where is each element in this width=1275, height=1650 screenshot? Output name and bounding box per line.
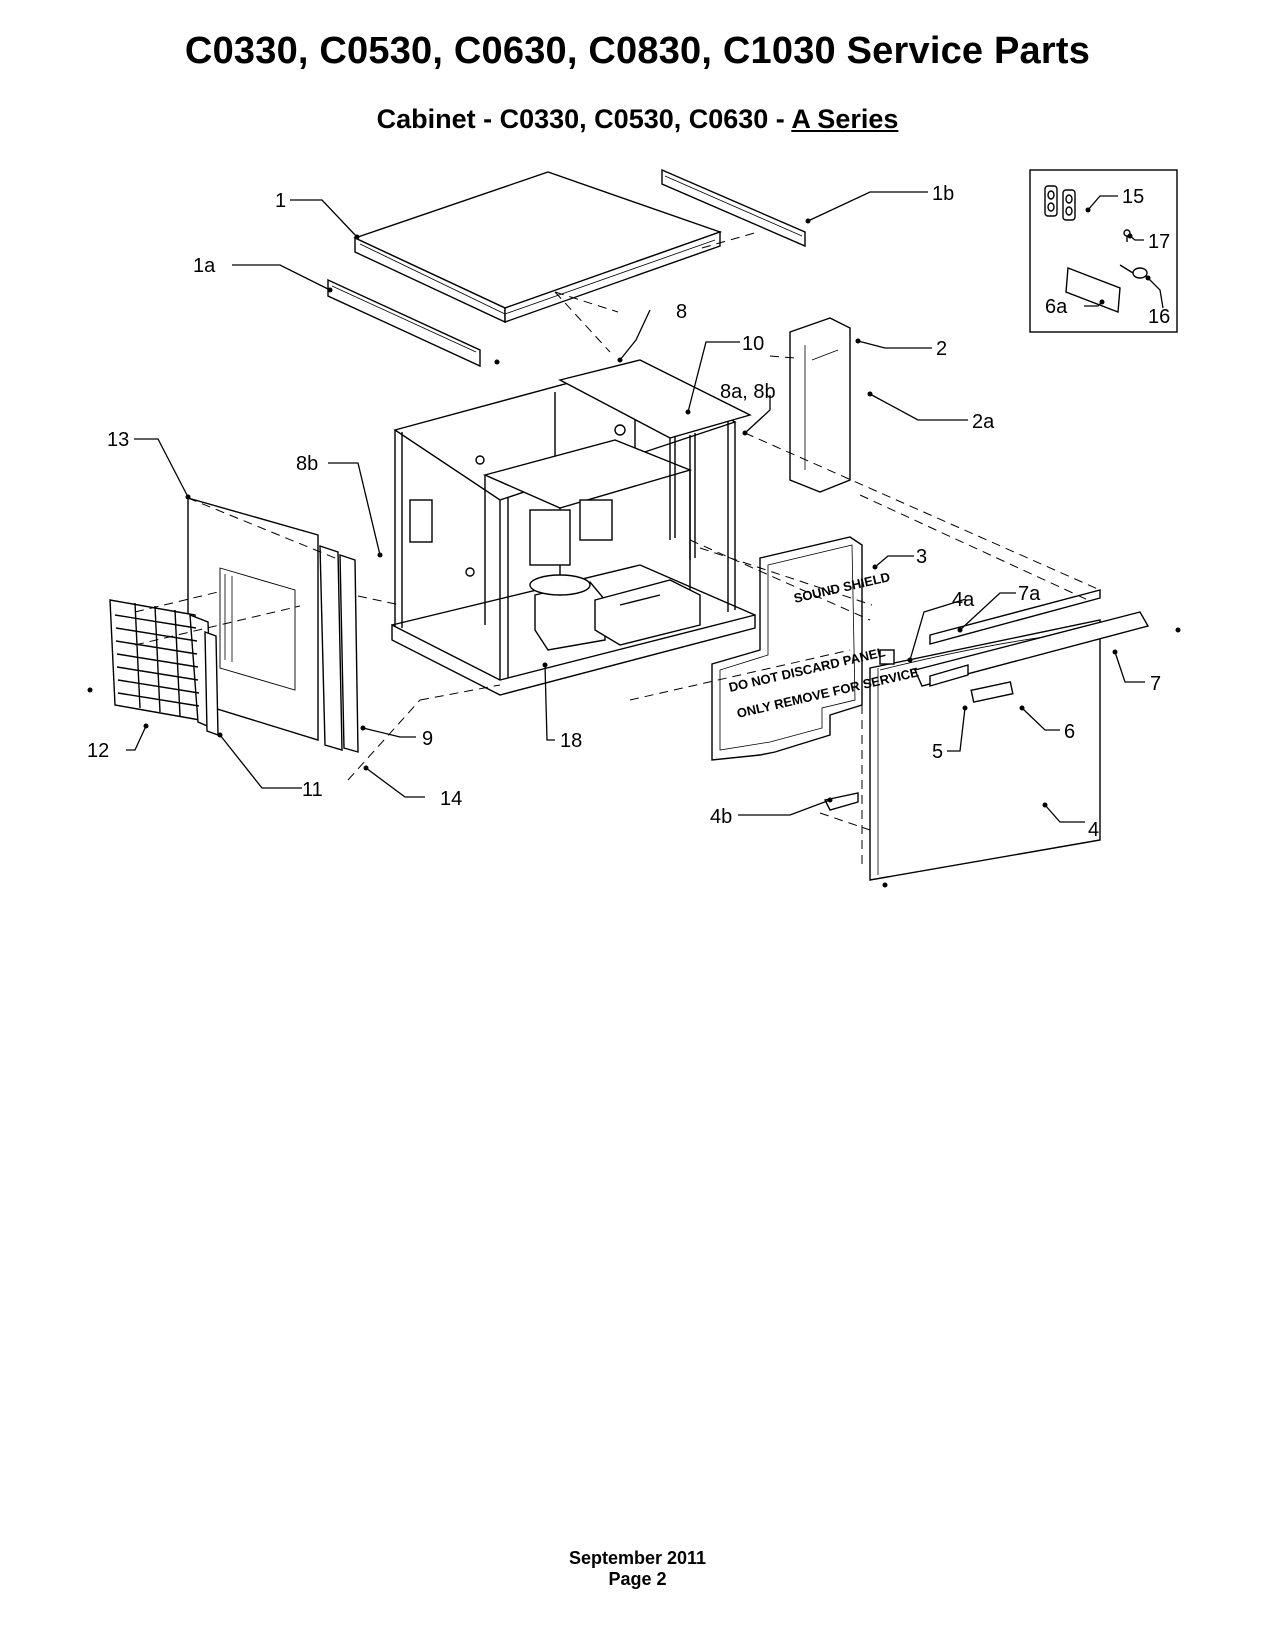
- arrowheads: [87, 207, 1181, 888]
- assembly-lines: [134, 231, 1101, 870]
- front-top-trim: [914, 589, 1150, 687]
- callout-16: 16: [1148, 306, 1170, 328]
- callout-3: 3: [916, 546, 927, 568]
- page-title: C0330, C0530, C0630, C0830, C1030 Servic…: [184, 30, 1091, 72]
- callout-2a: 2a: [972, 411, 995, 433]
- callout-1a: 1a: [193, 255, 216, 277]
- callout-4a: 4a: [952, 589, 975, 611]
- callout-7: 7: [1150, 673, 1161, 695]
- exploded-parts-diagram: SOUND SHIELD DO NOT DISCARD PANEL ONLY R…: [87, 168, 1181, 888]
- callout-1: 1: [275, 190, 286, 212]
- callout-4: 4: [1088, 819, 1099, 841]
- callout-6a: 6a: [1045, 296, 1068, 318]
- callout-4b: 4b: [710, 806, 732, 828]
- hinge-bracket: [879, 649, 895, 665]
- callout-2: 2: [936, 338, 947, 360]
- callout-15: 15: [1122, 186, 1144, 208]
- leader-lines: [126, 191, 1164, 823]
- callout-11: 11: [302, 779, 323, 801]
- callout-8b: 8b: [296, 453, 318, 475]
- callout-7a: 7a: [1018, 583, 1041, 605]
- top-rear-trim: [661, 168, 806, 248]
- rear-frame: [558, 359, 752, 540]
- callout-6: 6: [1064, 721, 1075, 743]
- callout-12: 12: [87, 740, 109, 762]
- callout-10: 10: [742, 333, 764, 355]
- inset-parts: [1044, 185, 1148, 313]
- top-panel: [353, 171, 723, 324]
- callout-17: 17: [1148, 231, 1170, 253]
- callout-9: 9: [422, 728, 433, 750]
- callout-8: 8: [676, 301, 687, 323]
- callout-18: 18: [560, 730, 582, 752]
- footer-date: September 2011: [568, 1548, 707, 1568]
- bottom-hinge: [823, 792, 859, 811]
- callout-5: 5: [932, 741, 943, 763]
- callout-14: 14: [440, 788, 462, 810]
- callout-1b: 1b: [932, 183, 954, 205]
- left-side-panel: [187, 497, 319, 741]
- page-subtitle: Cabinet - C0330, C0530, C0630 - A Series: [0, 104, 1275, 135]
- subtitle-series: A Series: [791, 104, 899, 134]
- page-footer: September 2011 Page 2: [0, 1548, 1275, 1590]
- door-handle: [970, 681, 1014, 703]
- louvered-grille: [109, 599, 213, 730]
- rear-side-panel: [789, 317, 851, 493]
- sound-shield-panel: [711, 536, 863, 761]
- footer-page-number: Page 2: [608, 1569, 667, 1589]
- callout-8a-8b: 8a, 8b: [720, 381, 776, 403]
- callout-13: 13: [107, 429, 129, 451]
- side-trim: [204, 545, 359, 753]
- subtitle-prefix: Cabinet - C0330, C0530, C0630 -: [376, 104, 792, 134]
